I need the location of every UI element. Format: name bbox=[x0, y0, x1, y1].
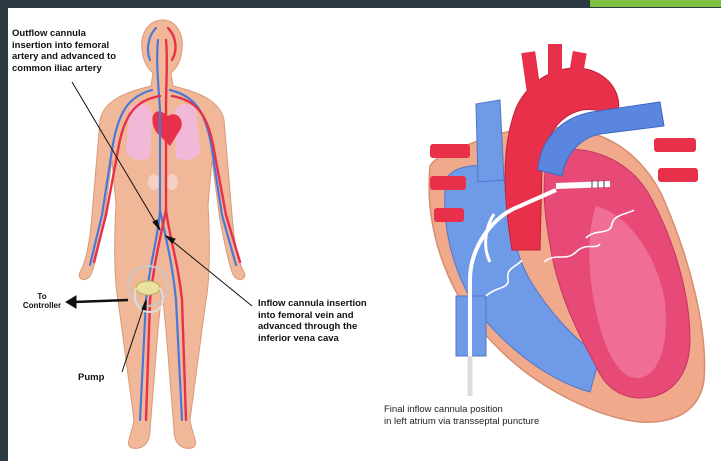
human-body-figure bbox=[79, 20, 245, 448]
pump-label: Pump bbox=[78, 372, 104, 384]
controller-label: To Controller bbox=[20, 292, 64, 310]
inflow-line-2: into femoral vein and bbox=[258, 310, 367, 322]
superior-vena-cava bbox=[476, 100, 504, 182]
final-line-1: Final inflow cannula position bbox=[384, 404, 539, 416]
pulmonary-vein-stub-1 bbox=[430, 144, 470, 158]
pulmonary-vein-stub-2 bbox=[430, 176, 466, 190]
final-position-label: Final inflow cannula position in left at… bbox=[384, 404, 539, 427]
controller-arrow-head bbox=[66, 296, 76, 308]
inflow-cannula-label: Inflow cannula insertion into femoral ve… bbox=[258, 298, 367, 344]
pulmonary-vein-stub-4 bbox=[654, 138, 696, 152]
kidney-left bbox=[148, 174, 160, 190]
aortic-branch-1 bbox=[521, 51, 540, 93]
pulmonary-vein-stub-3 bbox=[434, 208, 464, 222]
outflow-line-2: insertion into femoral bbox=[12, 40, 116, 52]
final-line-2: in left atrium via transseptal puncture bbox=[384, 416, 539, 428]
inflow-line-3: advanced through the bbox=[258, 321, 367, 333]
pulmonary-vein-stub-5 bbox=[658, 168, 698, 182]
aortic-branch-2 bbox=[548, 44, 562, 80]
outflow-line-3: artery and advanced to bbox=[12, 51, 116, 63]
outflow-line-1: Outflow cannula bbox=[12, 28, 116, 40]
heart-cross-section bbox=[429, 44, 704, 422]
inflow-line-4: inferior vena cava bbox=[258, 333, 367, 345]
cannula-tip bbox=[556, 184, 610, 186]
outflow-cannula-label: Outflow cannula insertion into femoral a… bbox=[12, 28, 116, 74]
kidney-right bbox=[166, 174, 178, 190]
controller-line-1: To bbox=[20, 292, 64, 301]
controller-line-2: Controller bbox=[20, 301, 64, 310]
outflow-line-4: common iliac artery bbox=[12, 63, 116, 75]
pump-core bbox=[136, 281, 160, 295]
inflow-line-1: Inflow cannula insertion bbox=[258, 298, 367, 310]
